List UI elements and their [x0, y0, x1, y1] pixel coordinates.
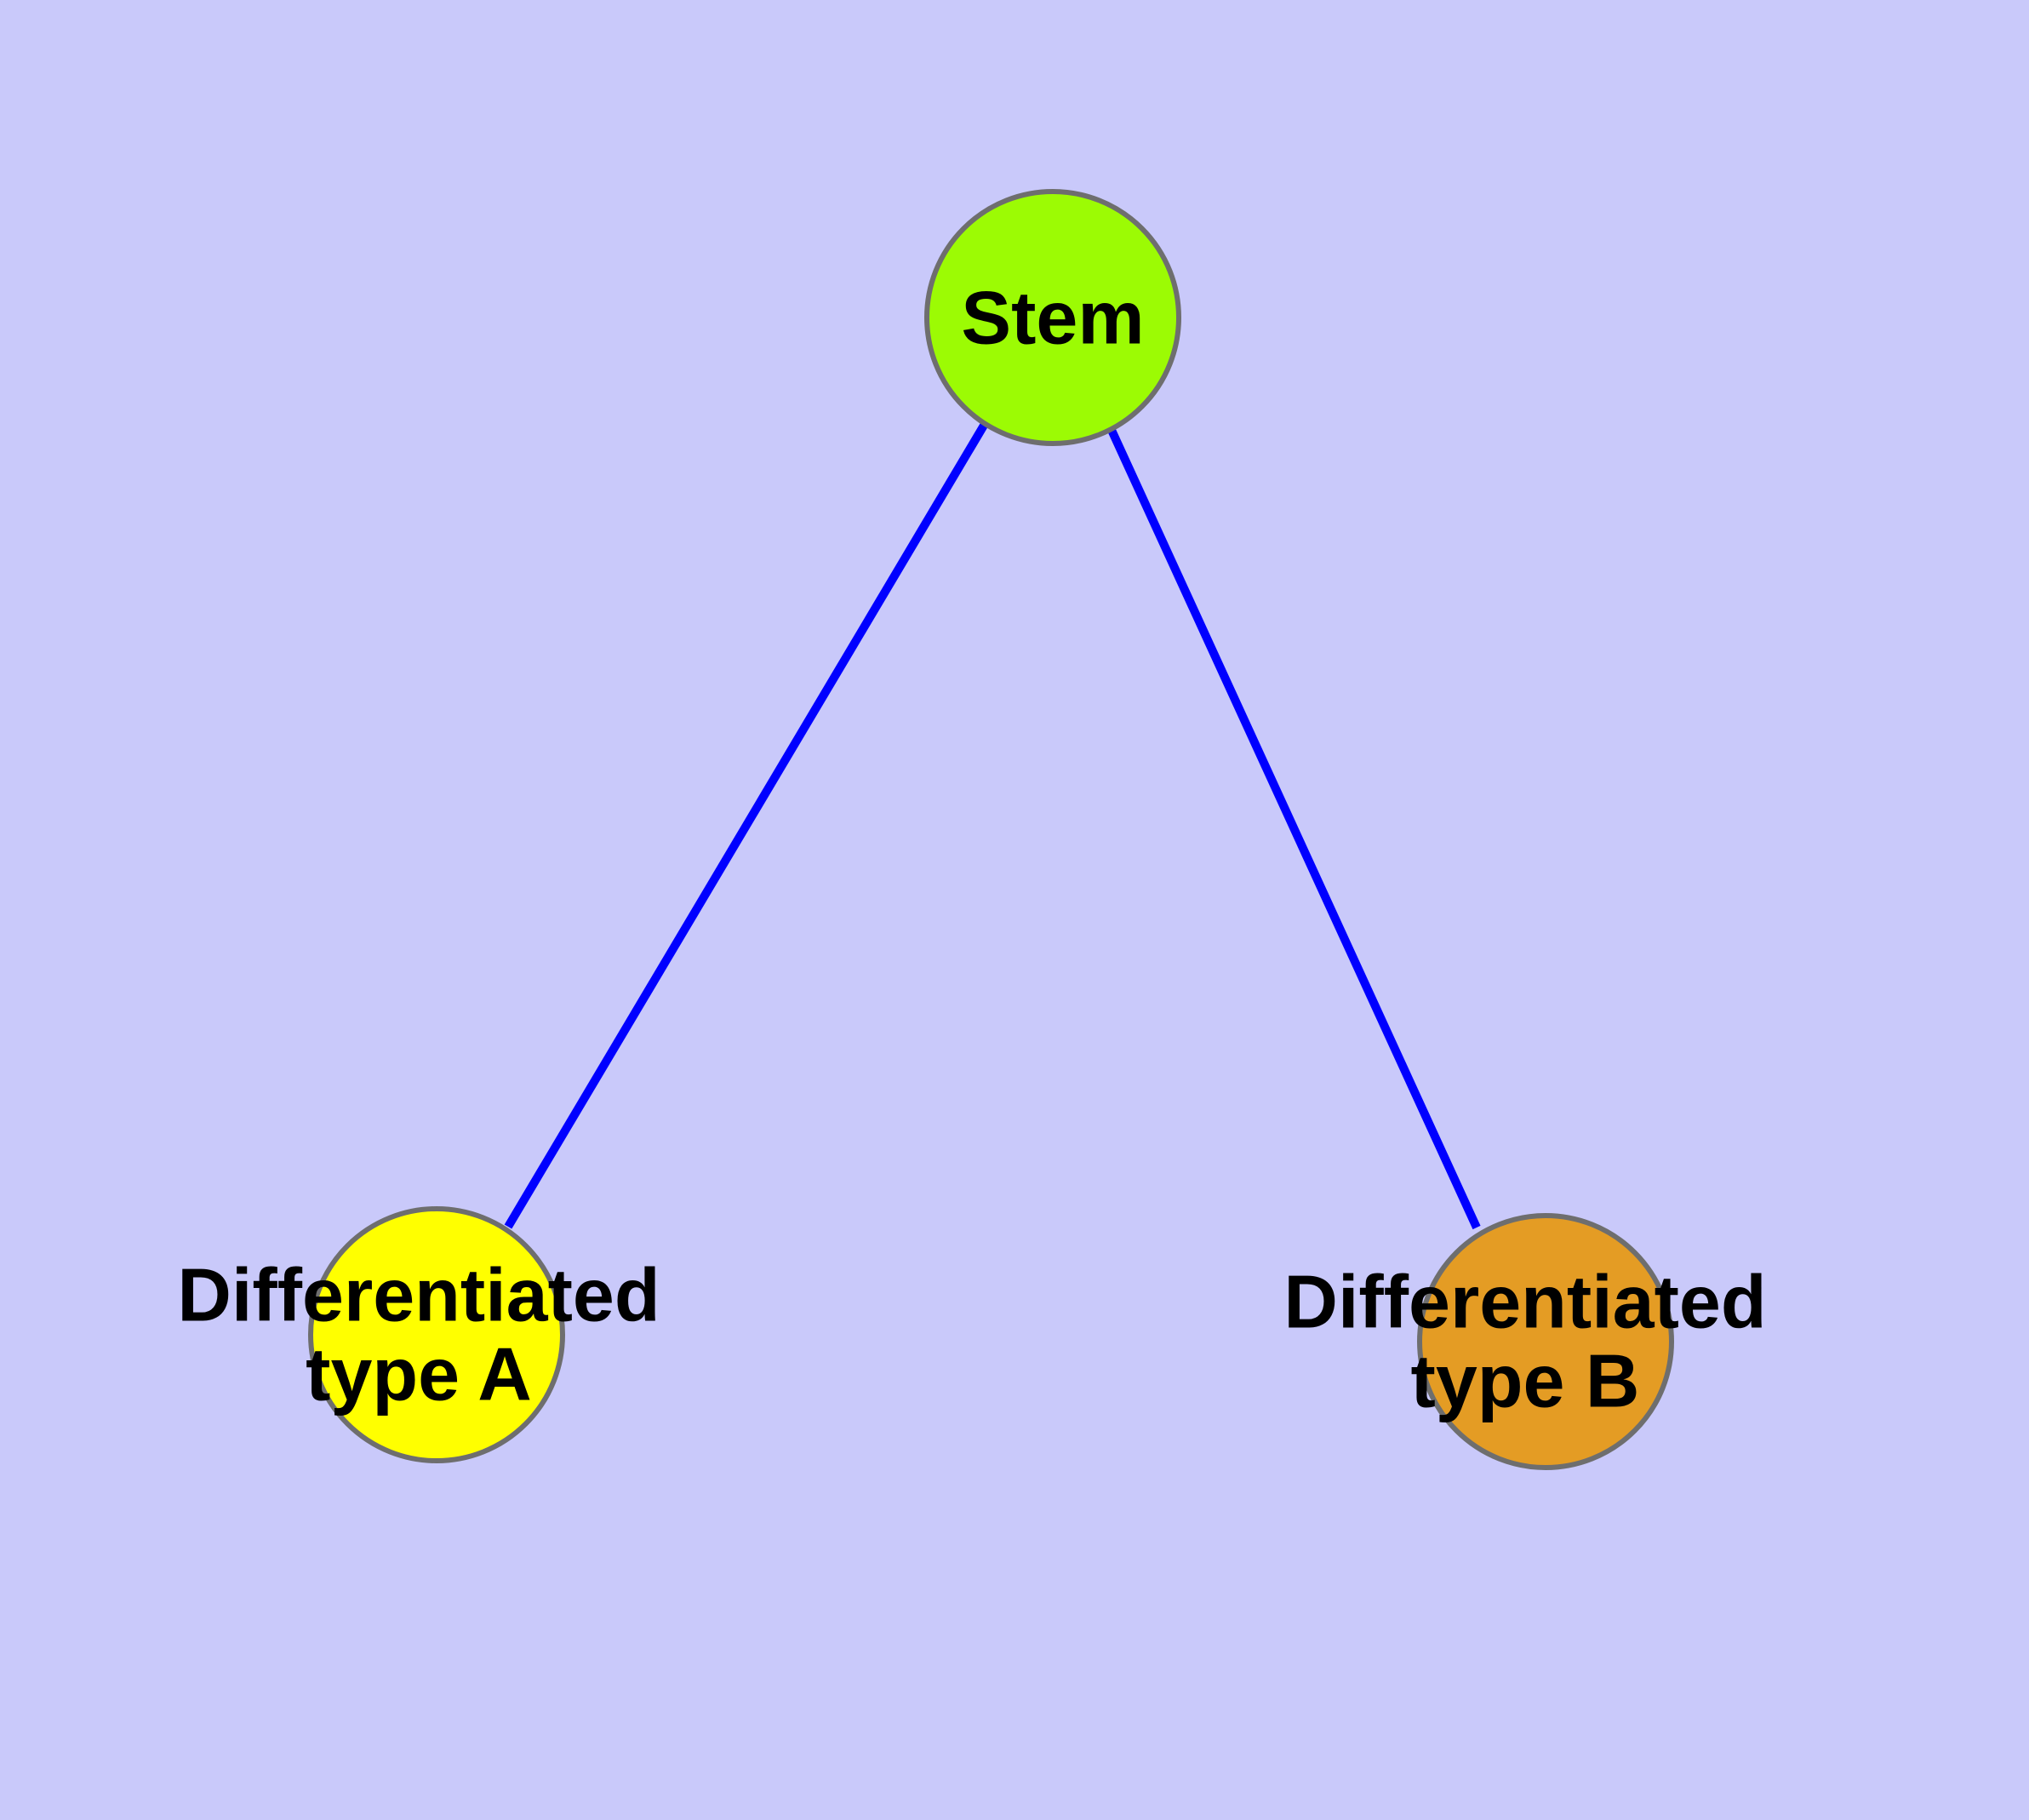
- node-differentiated-type-a[interactable]: [308, 1206, 565, 1463]
- node-layer: [308, 189, 1674, 1470]
- edge-layer: [504, 421, 1481, 1230]
- node-stem[interactable]: [924, 189, 1181, 446]
- edge-stem-to-differentiated-type-b[interactable]: [1106, 426, 1481, 1230]
- node-differentiated-type-b[interactable]: [1417, 1213, 1674, 1470]
- edge-stem-to-differentiated-type-a[interactable]: [504, 421, 989, 1229]
